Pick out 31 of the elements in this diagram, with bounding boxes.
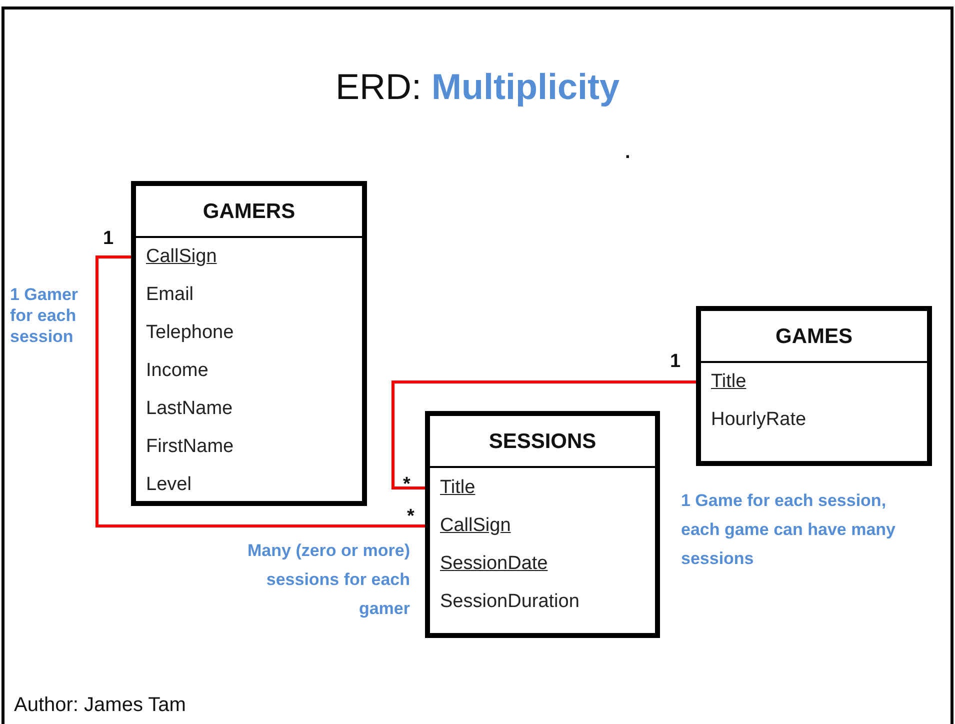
key-attribute: CallSign: [440, 515, 511, 536]
key-attribute: Title: [711, 371, 746, 392]
annotation-note: 1 Gamer for each session: [10, 284, 80, 347]
attribute: Email: [146, 284, 194, 305]
multiplicity: *: [407, 506, 414, 528]
attribute: LastName: [146, 398, 233, 419]
multiplicity: 1: [103, 228, 114, 250]
multiplicity: *: [403, 474, 410, 496]
slide-title: ERD: Multiplicity: [334, 66, 620, 108]
relationship-line: [392, 380, 696, 490]
author-credit: Author: James Tam: [14, 694, 186, 717]
attribute: Level: [146, 474, 192, 495]
entity-table: [131, 181, 367, 506]
multiplicity: 1: [670, 351, 681, 373]
key-attribute: Title: [440, 477, 476, 498]
attribute: FirstName: [146, 436, 234, 457]
dot-mark: .: [625, 142, 630, 164]
entity-table: [696, 306, 932, 466]
annotation-note: Many (zero or more) sessions for each gamer: [246, 540, 410, 620]
key-attribute: CallSign: [146, 246, 217, 267]
relationship-line: [96, 256, 425, 528]
entity-name: GAMERS: [202, 200, 296, 224]
entity-name: SESSIONS: [488, 430, 598, 454]
attribute: HourlyRate: [711, 409, 806, 430]
entity-table: [425, 411, 660, 638]
entity-name: GAMES: [774, 325, 854, 349]
attribute: Telephone: [146, 322, 234, 343]
key-attribute: SessionDate: [440, 553, 548, 574]
annotation-note: 1 Game for each session, each game can have many sessions: [681, 490, 897, 570]
attribute: Income: [146, 360, 208, 381]
attribute: SessionDuration: [440, 591, 580, 612]
